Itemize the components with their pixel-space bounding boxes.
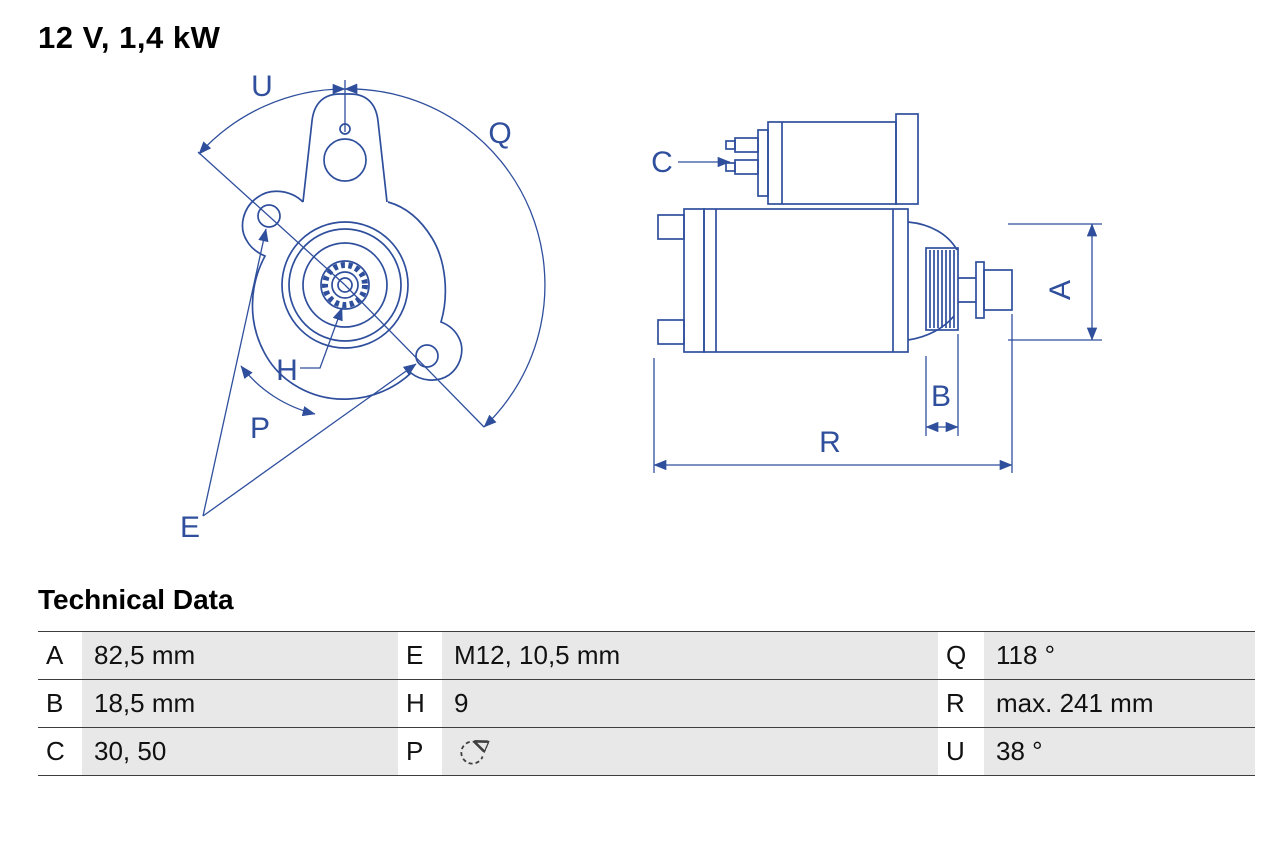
table-row: B 18,5 mm H 9 R max. 241 mm	[38, 680, 1255, 728]
pinion-teeth-hatch	[929, 250, 955, 328]
param-value-q: 118 °	[984, 632, 1255, 679]
param-key-b: B	[38, 680, 82, 727]
side-view-dimensions	[653, 156, 1102, 473]
param-key-h: H	[398, 680, 442, 727]
param-value-r: max. 241 mm	[984, 680, 1255, 727]
terminal-nut-upper	[725, 140, 736, 150]
page-title: 12 V, 1,4 kW	[38, 20, 221, 55]
starter-motor-technical-drawing: U Q H P E C A B R	[180, 70, 1102, 544]
drive-bracket-lower	[907, 315, 955, 341]
drive-bracket-upper	[907, 221, 958, 251]
param-value-e: M12, 10,5 mm	[442, 632, 938, 679]
label-h: H	[276, 354, 298, 387]
bolt-hole-upper-left	[257, 204, 281, 228]
param-key-c: C	[38, 728, 82, 775]
param-key-e: E	[398, 632, 442, 679]
end-cap	[683, 208, 705, 353]
param-key-q: Q	[938, 632, 984, 679]
label-a: A	[1044, 280, 1077, 300]
param-key-r: R	[938, 680, 984, 727]
p-dimension-arc	[240, 365, 316, 417]
motor-housing	[703, 208, 909, 353]
param-key-p: P	[398, 728, 442, 775]
param-value-p	[442, 728, 938, 775]
label-b: B	[931, 380, 951, 413]
param-value-h: 9	[442, 680, 938, 727]
q-angle-ray	[344, 284, 485, 428]
e-leader-line-2	[202, 363, 417, 517]
param-value-a: 82,5 mm	[82, 632, 398, 679]
table-row: C 30, 50 P U 38 °	[38, 728, 1255, 776]
tab-large-hole	[323, 138, 367, 182]
brush-tab-bottom	[657, 319, 685, 345]
label-e: E	[180, 511, 200, 544]
u-dimension-arc	[198, 83, 346, 155]
solenoid-body	[767, 121, 897, 205]
label-p: P	[250, 412, 270, 445]
label-u: U	[251, 70, 273, 103]
solenoid-end-plate	[757, 129, 769, 197]
brush-tab-top	[657, 214, 685, 240]
technical-data-table: A 82,5 mm E M12, 10,5 mm Q 118 ° B 18,5 …	[38, 631, 1255, 776]
front-view-dimensions	[197, 80, 546, 517]
side-view	[657, 113, 1013, 353]
terminal-nut-lower	[725, 162, 736, 172]
param-value-b: 18,5 mm	[82, 680, 398, 727]
label-c: C	[651, 146, 673, 179]
technical-data-heading: Technical Data	[38, 584, 234, 615]
h-leader-line	[300, 307, 343, 369]
table-row: A 82,5 mm E M12, 10,5 mm Q 118 °	[38, 632, 1255, 680]
terminal-stud-lower	[734, 159, 759, 175]
param-value-c: 30, 50	[82, 728, 398, 775]
bolt-hole-lower-right	[415, 344, 439, 368]
rotation-ccw-icon	[460, 736, 490, 765]
drawing-labels: U Q H P E C A B R	[180, 70, 1077, 544]
label-r: R	[819, 426, 841, 459]
u-angle-ray	[197, 151, 346, 286]
terminal-stud-upper	[734, 137, 759, 153]
solenoid-bracket	[895, 113, 919, 205]
e-leader-line-1	[202, 228, 269, 517]
end-bearing	[983, 269, 1013, 311]
pinion	[925, 247, 959, 331]
q-dimension-arc	[344, 83, 546, 428]
shaft-collar	[975, 261, 985, 319]
label-q: Q	[488, 117, 511, 150]
param-value-u: 38 °	[984, 728, 1255, 775]
param-key-a: A	[38, 632, 82, 679]
param-key-u: U	[938, 728, 984, 775]
